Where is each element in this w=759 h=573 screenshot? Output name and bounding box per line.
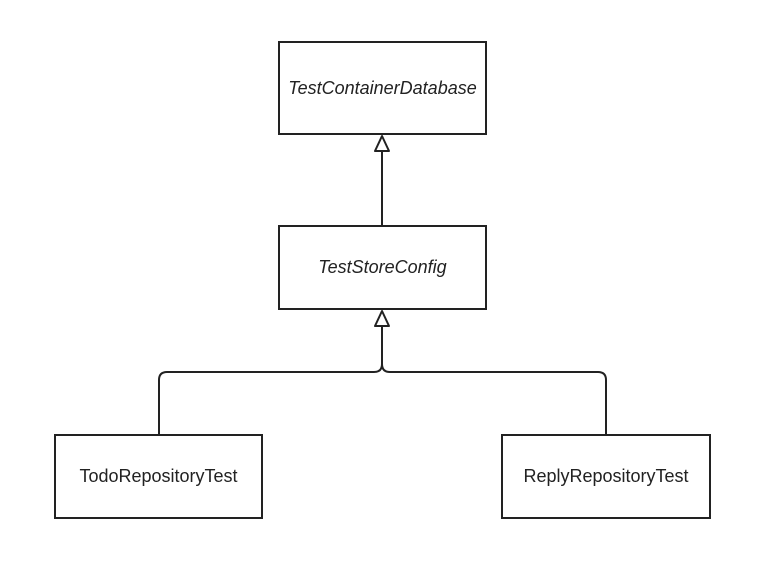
class-box-test-container-database: TestContainerDatabase <box>278 41 487 135</box>
class-box-test-store-config: TestStoreConfig <box>278 225 487 310</box>
inheritance-line-reply-to-store <box>381 363 607 434</box>
class-box-reply-repository-test: ReplyRepositoryTest <box>501 434 711 519</box>
class-box-todo-repository-test: TodoRepositoryTest <box>54 434 263 519</box>
class-label-test-container-database: TestContainerDatabase <box>288 77 477 98</box>
inheritance-line-todo-to-store <box>158 326 383 434</box>
class-label-reply-repository-test: ReplyRepositoryTest <box>523 466 689 486</box>
class-label-test-store-config: TestStoreConfig <box>318 257 447 277</box>
inheritance-arrowhead-store <box>374 310 390 327</box>
inheritance-arrowhead-db <box>374 135 390 152</box>
class-label-todo-repository-test: TodoRepositoryTest <box>79 466 238 486</box>
